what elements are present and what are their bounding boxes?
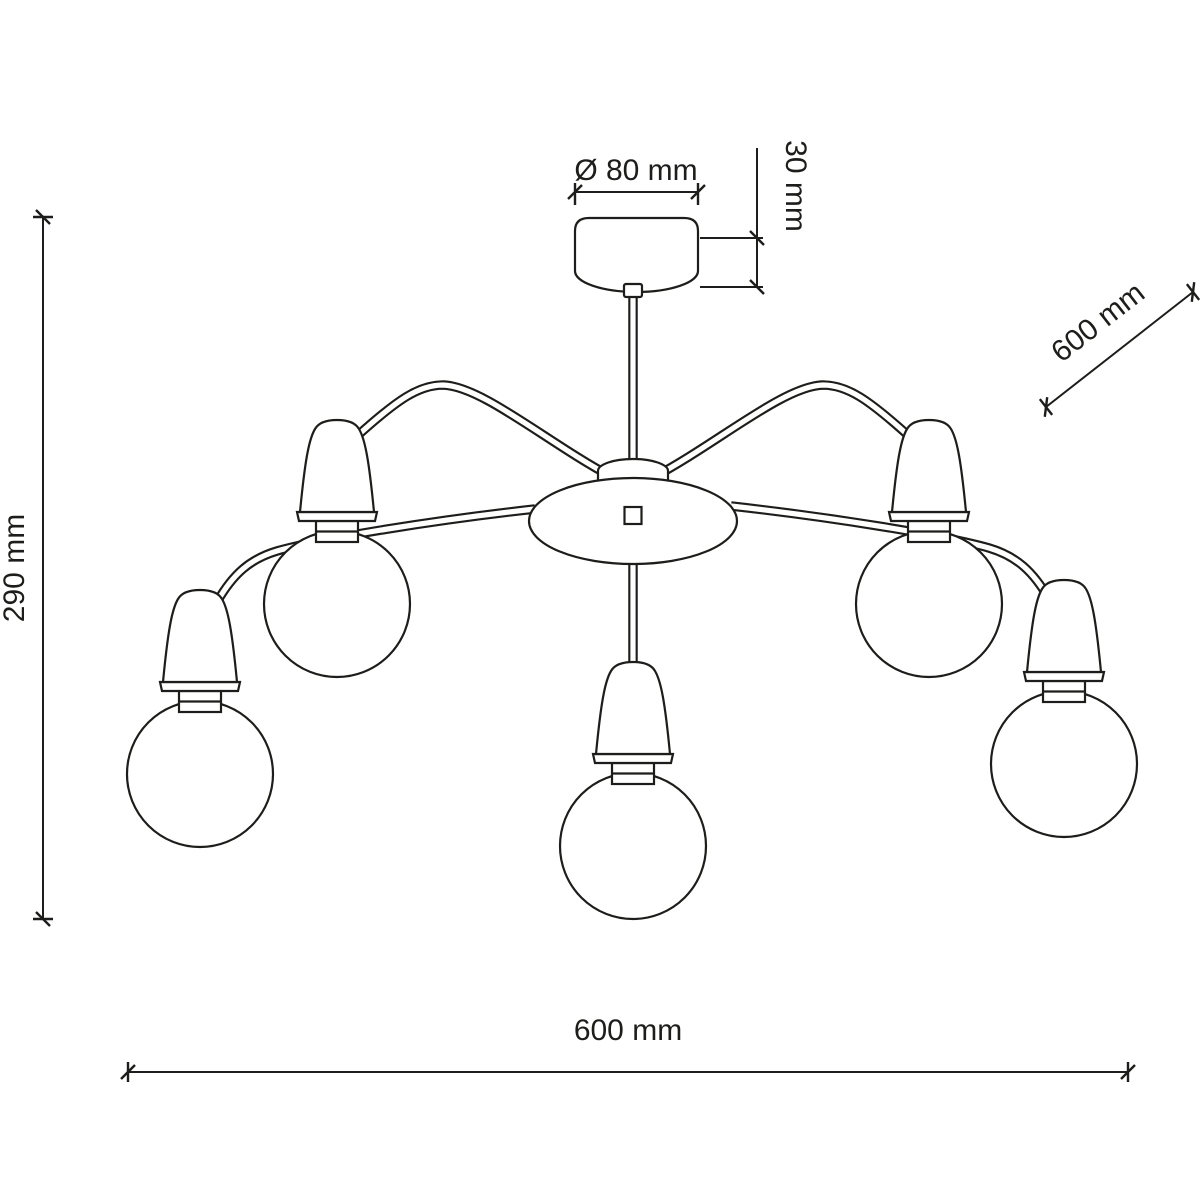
dim-canopy-diameter: Ø 80 mm bbox=[567, 154, 706, 205]
dim-end-tick bbox=[33, 911, 53, 927]
canopy-diameter-label: Ø 80 mm bbox=[574, 154, 697, 187]
dim-end-tick bbox=[1120, 1062, 1136, 1082]
dim-fixture-height: 290 mm bbox=[0, 209, 53, 927]
arm-reach-label: 600 mm bbox=[1045, 276, 1151, 369]
dim-end-tick bbox=[120, 1062, 136, 1082]
canopy-collar bbox=[622, 282, 644, 299]
arm-upper-right bbox=[651, 380, 914, 482]
fixture-height-label: 290 mm bbox=[0, 514, 31, 622]
dim-end-tick bbox=[1038, 397, 1054, 417]
dim-end-tick bbox=[749, 230, 765, 246]
dim-arm-reach: 600 mm bbox=[1038, 276, 1200, 417]
hub-nut bbox=[623, 505, 643, 526]
dim-fixture-width: 600 mm bbox=[120, 1014, 1136, 1082]
dim-line bbox=[1045, 291, 1194, 408]
dim-end-tick bbox=[690, 183, 706, 205]
fixture-width-label: 600 mm bbox=[574, 1014, 682, 1047]
canopy-height-label: 30 mm bbox=[779, 140, 812, 232]
dim-canopy-height: 30 mm bbox=[700, 140, 812, 295]
dim-end-tick bbox=[567, 183, 583, 205]
dim-end-tick bbox=[749, 279, 765, 295]
lamp-outer-left bbox=[125, 588, 275, 849]
lamp-bottom bbox=[558, 660, 708, 921]
arm-upper-left bbox=[352, 380, 615, 482]
dim-end-tick bbox=[1185, 282, 1200, 302]
lamp-outer-right bbox=[989, 578, 1139, 839]
dim-end-tick bbox=[33, 209, 53, 225]
ceiling-canopy bbox=[573, 216, 700, 294]
